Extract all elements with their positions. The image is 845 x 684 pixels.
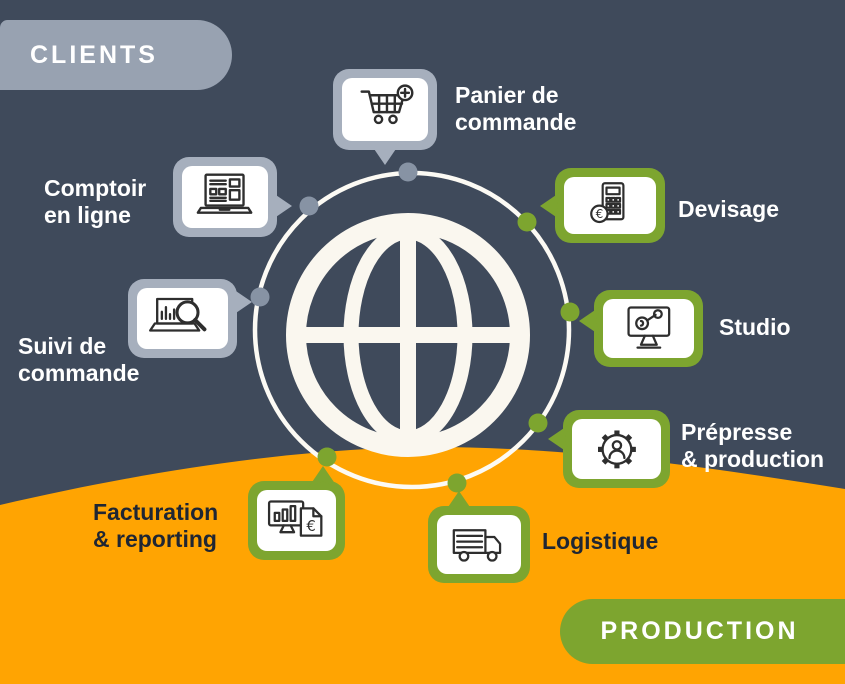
node-bubble-studio (579, 290, 703, 367)
production-badge: PRODUCTION (560, 599, 845, 664)
calculator-euro-icon: € (589, 182, 625, 224)
node-label-comptoir: Comptoir en ligne (44, 175, 146, 229)
node-bubble-facturation: € (248, 466, 345, 560)
node-bubble-comptoir (173, 157, 292, 237)
node-label-suivi: Suivi de commande (18, 333, 139, 387)
label-line: Devisage (678, 196, 780, 222)
truck-icon (453, 528, 502, 562)
ring-dot-studio (560, 302, 580, 322)
design-monitor-icon (627, 305, 670, 349)
label-line: Prépresse (681, 419, 793, 445)
bubble-inner (342, 78, 428, 141)
ring-dot-devisage (517, 212, 537, 232)
ring-dot-logistique (447, 473, 467, 493)
ring-dot-panier (398, 162, 418, 182)
label-line: Logistique (542, 528, 659, 554)
node-label-panier: Panier de commande (455, 82, 576, 136)
node-label-facturation: Facturation & reporting (93, 499, 218, 553)
cart-plus-icon (360, 84, 414, 124)
bubble-inner (603, 299, 694, 358)
label-line: Comptoir (44, 175, 147, 201)
label-line: Facturation (93, 499, 219, 525)
svg-text:€: € (595, 208, 603, 222)
gear-user-icon (597, 430, 636, 468)
label-line: & reporting (93, 526, 217, 552)
node-bubble-logistique (428, 491, 530, 583)
report-euro-icon: € (268, 500, 323, 537)
label-line: Suivi de (18, 333, 107, 359)
production-badge-label: PRODUCTION (600, 617, 799, 645)
node-bubble-suivi (128, 279, 252, 358)
node-label-studio: Studio (719, 314, 791, 341)
node-label-devisage: Devisage (678, 196, 779, 223)
label-line: Panier de (455, 82, 559, 108)
laptop-search-icon (148, 297, 207, 332)
clients-badge-label: CLIENTS (30, 40, 158, 69)
node-label-prepresse: Prépresse & production (681, 419, 824, 473)
bubble-inner (572, 419, 661, 479)
bubble-inner (437, 515, 521, 574)
ring-dot-facturation (317, 447, 337, 467)
ring-dot-prepresse (528, 413, 548, 433)
svg-text:€: € (307, 518, 316, 535)
globe-icon (286, 213, 530, 457)
laptop-site-icon (197, 173, 253, 214)
bubble-inner: € (257, 490, 336, 551)
clients-badge: CLIENTS (0, 20, 232, 90)
ring-dot-comptoir (299, 196, 319, 216)
label-line: commande (18, 360, 140, 386)
label-line: commande (455, 109, 577, 135)
node-bubble-prepresse (548, 410, 670, 488)
node-bubble-devisage: € (540, 168, 665, 243)
bubble-inner (182, 166, 268, 228)
node-bubble-panier (333, 69, 437, 165)
node-label-logistique: Logistique (542, 528, 658, 555)
ring-dot-suivi (250, 287, 270, 307)
bubble-inner: € (564, 177, 656, 234)
label-line: Studio (719, 314, 791, 340)
label-line: & production (681, 446, 825, 472)
bubble-inner (137, 288, 228, 349)
label-line: en ligne (44, 202, 131, 228)
